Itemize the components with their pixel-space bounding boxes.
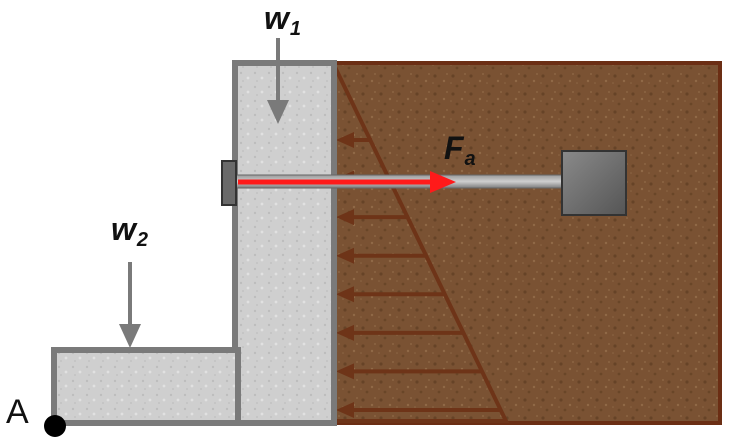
pressure-arrow-head (336, 286, 354, 303)
fa-label: Fa (444, 132, 476, 169)
w1-load-arrow (267, 38, 289, 124)
w1-label-sub: 1 (289, 18, 302, 40)
pressure-arrow-head (336, 132, 354, 148)
point-a-label: A (6, 393, 29, 431)
pressure-arrow-head (336, 324, 354, 341)
pressure-arrow-head (336, 363, 354, 380)
wall-stem (232, 60, 337, 426)
anchor-block (561, 150, 627, 216)
w2-label-sub: 2 (136, 229, 149, 251)
earth-pressure-arrows (336, 132, 501, 418)
fa-label-main: F (444, 130, 464, 166)
w1-label: w1 (264, 2, 301, 39)
soil-backfill (332, 61, 722, 425)
anchor-force-arrow (238, 171, 456, 193)
fa-label-sub: a (464, 148, 476, 170)
w1-label-main: w (264, 0, 289, 36)
w2-label-main: w (111, 211, 136, 247)
w2-load-arrow (119, 262, 141, 348)
point-a-marker (44, 415, 66, 437)
pressure-arrow-head (336, 247, 354, 264)
wall-footing (51, 347, 241, 426)
w2-label: w2 (111, 213, 148, 250)
pressure-arrow-head (336, 402, 354, 418)
pressure-arrow-head (336, 209, 354, 226)
anchor-plate (221, 160, 237, 206)
